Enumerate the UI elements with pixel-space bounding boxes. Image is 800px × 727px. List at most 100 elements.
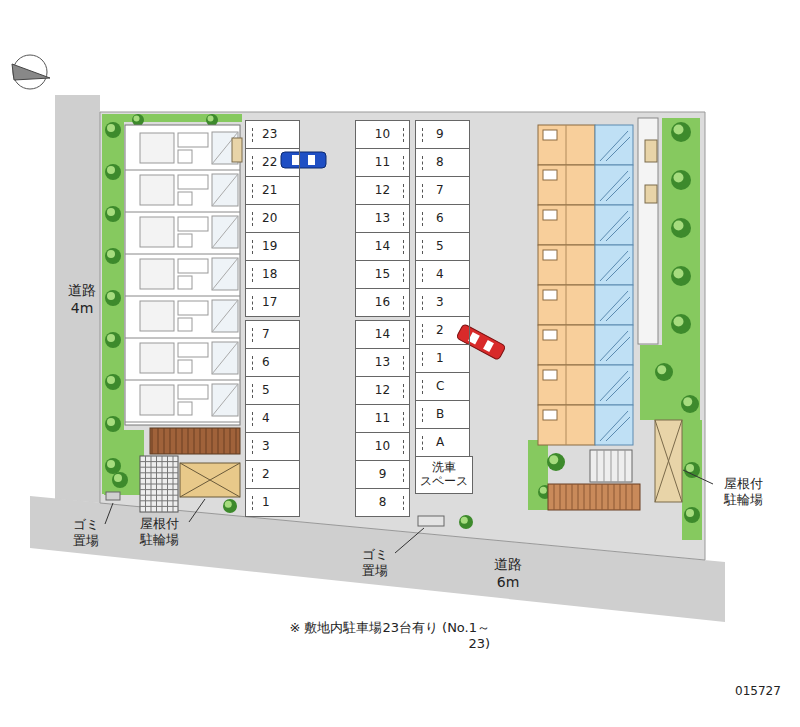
planting-strip <box>104 430 144 495</box>
stall-fill <box>245 376 300 405</box>
stall-divider-mark <box>252 296 253 310</box>
stall-divider-mark <box>403 468 404 482</box>
stall-fill <box>245 120 300 149</box>
brick-hatch <box>554 484 555 510</box>
compass-needle <box>12 64 50 80</box>
parking-stall: 8 <box>415 148 470 177</box>
balcony <box>595 325 633 365</box>
bicycle-shelter-label: 屋根付 駐輪場 <box>133 516 185 549</box>
parking-stall: C <box>415 372 470 401</box>
room <box>543 290 557 300</box>
room <box>543 370 557 380</box>
stall-divider-mark <box>252 268 253 282</box>
stall-divider-mark <box>252 328 253 342</box>
stall-divider-mark <box>403 156 404 170</box>
parking-stall: 19 <box>245 232 300 261</box>
road-label: 道路 6m <box>486 556 530 591</box>
stall-fill <box>415 400 470 429</box>
stall-number: C <box>436 380 444 394</box>
tree <box>112 472 128 488</box>
unit-wall <box>566 125 567 165</box>
tree-highlight <box>674 269 684 279</box>
entrance-grid <box>625 450 626 482</box>
brick-hatch <box>602 484 603 510</box>
stall-fill <box>415 344 470 373</box>
outdoor-unit <box>232 138 242 162</box>
tree-highlight <box>686 509 694 517</box>
stall-divider-mark <box>422 296 423 310</box>
parking-stall: 10 <box>355 120 410 149</box>
stall-number: 15 <box>375 268 390 282</box>
brick-hatch <box>164 428 165 454</box>
room <box>543 130 557 140</box>
tree-highlight <box>107 292 115 300</box>
stair-hatch <box>212 174 238 206</box>
stall-fill <box>245 404 300 433</box>
parking-stall: 11 <box>355 404 410 433</box>
stall-divider-mark <box>403 212 404 226</box>
garbage-spot <box>418 516 444 526</box>
room <box>140 175 174 205</box>
stall-number: 11 <box>375 412 390 426</box>
stall-fill <box>245 204 300 233</box>
stall-number: 3 <box>262 440 270 454</box>
outdoor-unit <box>645 185 657 203</box>
balcony <box>212 342 238 374</box>
brick-hatch <box>158 428 159 454</box>
car-window <box>483 340 494 352</box>
stall-fill <box>355 232 410 261</box>
cars <box>281 152 506 360</box>
stall-divider-mark <box>403 496 404 510</box>
brick-hatch <box>560 484 561 510</box>
stall-number: 2 <box>262 468 270 482</box>
parking-stall: 9 <box>355 460 410 489</box>
parking-note: ※ 敷地内駐車場23台有り (No.1～23) <box>280 620 490 653</box>
tile-grid <box>140 500 178 501</box>
parking-stall: 15 <box>355 260 410 289</box>
stall-fill <box>245 460 300 489</box>
room <box>178 133 208 147</box>
tree-highlight <box>549 455 558 464</box>
tree-highlight <box>107 124 115 132</box>
stair-hatch <box>212 258 238 290</box>
tile-area <box>140 456 178 512</box>
stair-hatch <box>600 371 630 401</box>
ground <box>12 55 725 622</box>
garbage-spot <box>106 492 120 500</box>
brick-hatch <box>152 428 153 454</box>
brick-hatch <box>194 428 195 454</box>
tree <box>105 458 121 474</box>
apartment-unit <box>538 285 595 325</box>
room <box>543 250 557 260</box>
room <box>178 385 208 399</box>
unit-wall <box>566 405 567 445</box>
stair-hatch <box>600 331 630 361</box>
parking-stall: 6 <box>245 348 300 377</box>
balcony <box>595 405 633 445</box>
tile-grid <box>140 495 178 496</box>
parking-stall: 21 <box>245 176 300 205</box>
apartment-unit <box>538 405 595 445</box>
stall-fill <box>355 204 410 233</box>
stair-hatch <box>212 216 238 248</box>
stair-hatch <box>600 251 630 281</box>
stall-divider-mark <box>403 384 404 398</box>
stall-number: 17 <box>262 296 277 310</box>
outdoor-unit <box>645 140 657 162</box>
brick-hatch <box>176 428 177 454</box>
stall-number: 洗車 スペース <box>419 461 469 489</box>
tree-highlight <box>540 487 547 494</box>
entrance-grid <box>611 450 612 482</box>
brick-paving <box>548 484 640 510</box>
stall-divider-mark <box>252 212 253 226</box>
stall-number: 6 <box>262 356 270 370</box>
stair-hatch <box>600 411 630 441</box>
leader-line <box>395 528 424 553</box>
stall-number: B <box>436 408 444 422</box>
entrance-grid <box>618 450 619 482</box>
stall-fill <box>245 348 300 377</box>
stall-fill <box>355 404 410 433</box>
unit-wall <box>566 325 567 365</box>
